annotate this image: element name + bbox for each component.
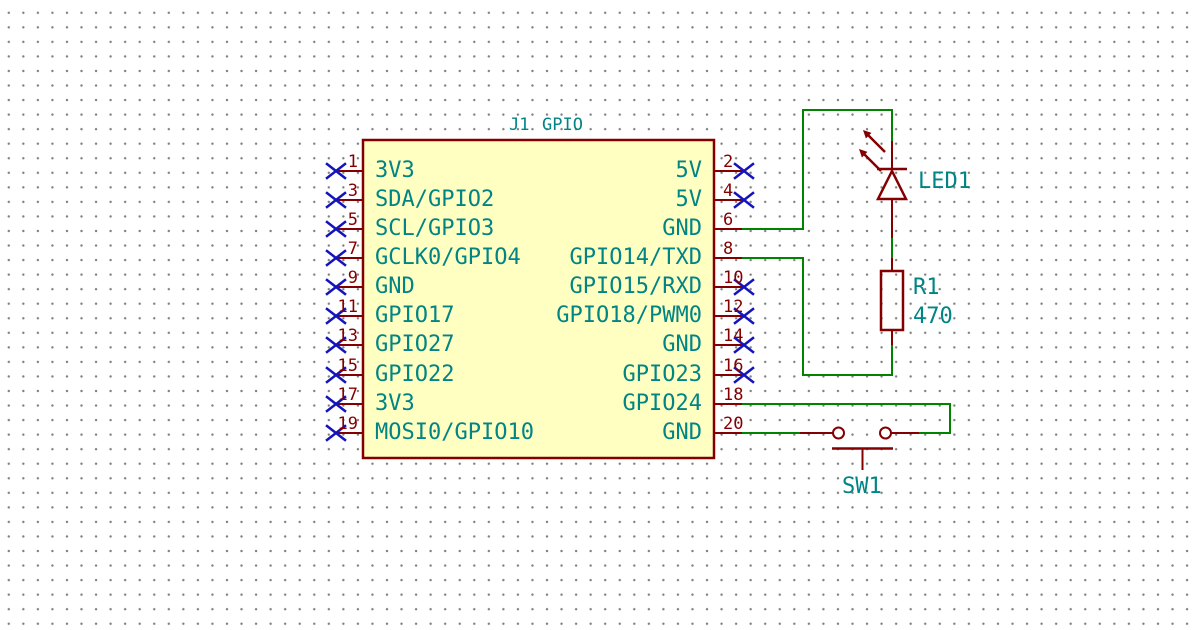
led-light-arrowhead (859, 149, 868, 158)
pin-name-11: GPIO17 (375, 303, 455, 328)
no-connect-icon[interactable] (325, 191, 347, 209)
no-connect-icon[interactable] (733, 278, 755, 296)
pin-number-19: 19 (337, 414, 358, 434)
led-light-arrow (862, 152, 882, 172)
pin-name-13: GPIO27 (375, 332, 455, 357)
pin-name-20: GND (662, 420, 702, 445)
pin-number-3: 3 (347, 181, 358, 201)
pin-number-5: 5 (347, 210, 358, 230)
resistor-value-label[interactable]: 470 (913, 304, 953, 329)
pin-name-6: GND (662, 216, 702, 241)
wire-gnd-to-led-cathode[interactable] (742, 109, 893, 230)
switch-contact (832, 426, 845, 440)
no-connect-icon[interactable] (325, 278, 347, 296)
no-connect-icon[interactable] (733, 366, 755, 384)
no-connect-icon[interactable] (733, 162, 755, 180)
pin-name-7: GCLK0/GPIO4 (375, 245, 521, 270)
no-connect-icon[interactable] (325, 336, 347, 354)
switch-contact (879, 426, 892, 440)
led-light-arrow (866, 133, 886, 153)
no-connect-icon[interactable] (325, 249, 347, 267)
pin-name-8: GPIO14/TXD (569, 245, 702, 270)
wire-gpio24-to-switch[interactable] (742, 403, 951, 434)
resistor-body (879, 269, 905, 332)
switch-reference-label[interactable]: SW1 (842, 474, 882, 499)
no-connect-flags (325, 162, 755, 442)
pin-number-8: 8 (723, 239, 734, 259)
pin-number-11: 11 (337, 297, 358, 317)
switch-symbol[interactable] (800, 426, 919, 471)
pin-name-12: GPIO18/PWM0 (556, 303, 702, 328)
pin-name-5: SCL/GPIO3 (375, 216, 495, 241)
pin-name-16: GPIO23 (622, 362, 702, 387)
pin-name-10: GPIO15/RXD (569, 274, 702, 299)
pin-number-7: 7 (347, 239, 358, 259)
pin-number-13: 13 (337, 326, 358, 346)
pin-number-20: 20 (723, 414, 744, 434)
resistor-symbol[interactable] (879, 258, 905, 345)
pin-number-6: 6 (723, 210, 734, 230)
no-connect-icon[interactable] (325, 220, 347, 238)
pin-number-4: 4 (723, 181, 734, 201)
no-connect-icon[interactable] (325, 307, 347, 325)
connector-reference-label[interactable]: J1 (509, 115, 530, 135)
pin-number-1: 1 (347, 152, 358, 172)
pin-name-18: GPIO24 (622, 391, 702, 416)
connector-body[interactable] (361, 138, 716, 460)
no-connect-icon[interactable] (325, 424, 347, 442)
no-connect-icon[interactable] (733, 336, 755, 354)
pin-name-15: GPIO22 (375, 362, 455, 387)
pin-number-10: 10 (723, 268, 744, 288)
no-connect-icon[interactable] (733, 307, 755, 325)
wire-gpio14-to-resistor[interactable] (742, 257, 893, 376)
pin-name-4: 5V (675, 187, 703, 212)
pin-name-2: 5V (675, 158, 703, 183)
pin-name-1: 3V3 (375, 158, 415, 183)
pin-name-14: GND (662, 332, 702, 357)
led-symbol[interactable] (859, 130, 909, 238)
pin-number-15: 15 (337, 356, 358, 376)
pin-name-9: GND (375, 274, 415, 299)
pin-number-17: 17 (337, 385, 358, 405)
pin-number-12: 12 (723, 297, 744, 317)
pin-name-3: SDA/GPIO2 (375, 187, 495, 212)
no-connect-icon[interactable] (733, 191, 755, 209)
no-connect-icon[interactable] (325, 366, 347, 384)
pin-number-16: 16 (723, 356, 744, 376)
no-connect-icon[interactable] (325, 162, 347, 180)
led-light-arrowhead (863, 130, 872, 139)
pin-number-18: 18 (723, 385, 744, 405)
led-reference-label[interactable]: LED1 (918, 169, 971, 194)
no-connect-icon[interactable] (325, 395, 347, 413)
pin-name-17: 3V3 (375, 391, 415, 416)
pin-number-2: 2 (723, 152, 734, 172)
led-triangle (875, 168, 909, 201)
pin-name-19: MOSI0/GPIO10 (375, 420, 534, 445)
connector-pins (337, 170, 742, 434)
pin-number-9: 9 (347, 268, 358, 288)
connector-value-label[interactable]: GPIO (542, 115, 583, 135)
pin-number-14: 14 (723, 326, 744, 346)
resistor-reference-label[interactable]: R1 (913, 275, 940, 300)
